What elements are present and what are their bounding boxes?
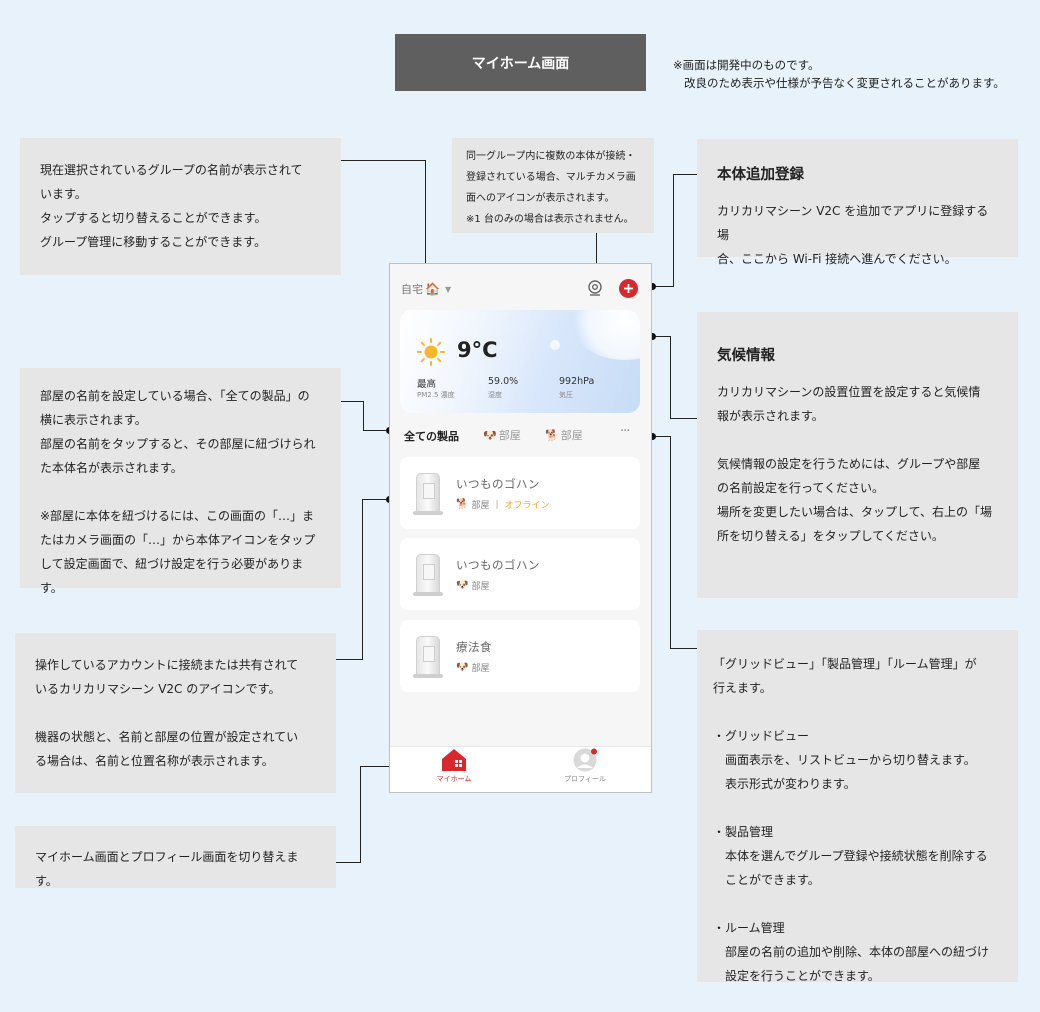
device-status: オフライン (504, 501, 550, 511)
device-info: 🐶 部屋 (456, 661, 489, 674)
add-device-button[interactable] (619, 279, 638, 298)
house-icon: 🏠 (425, 282, 440, 296)
connector-menu-dot (649, 433, 656, 440)
feeder-icon (413, 636, 443, 678)
connector-add-dot (649, 283, 656, 290)
note-group-text: 現在選択されているグループの名前が表示されて います。 タップすると切り替えるこ… (40, 163, 303, 249)
sun-icon (417, 338, 445, 366)
tab-all-products[interactable]: 全ての製品 (404, 430, 459, 443)
temperature: 9°C (457, 338, 498, 362)
note-weather-text: カリカリマシーンの設置位置を設定すると気候情 報が表示されます。 気候情報の設定… (717, 385, 993, 543)
note-device-text: 操作しているアカウントに接続または共有されて いるカリカリマシーン V2C のア… (35, 658, 299, 768)
connector-weather-v (670, 336, 671, 418)
device-info: 🐶 部屋 (456, 579, 489, 592)
metric-max-label: 最高 (417, 379, 437, 390)
note-add-text: カリカリマシーン V2C を追加でアプリに登録する場 合、ここから Wi-Fi … (717, 204, 989, 266)
connector-room-h1 (341, 401, 364, 402)
notice-line2: 改良のため表示や仕様が予告なく変更されることがあります。 (684, 76, 1005, 90)
connector-cam-v (596, 233, 597, 269)
group-selector[interactable]: 自宅 🏠 ▼ (401, 281, 451, 297)
metric-humidity-value: 59.0% (488, 376, 519, 387)
home-icon (442, 749, 466, 771)
connector-weather-dot (649, 333, 656, 340)
note-weather-title: 気候情報 (717, 348, 775, 364)
avatar-icon (573, 748, 597, 772)
bottom-nav (390, 746, 651, 792)
plus-icon (624, 284, 633, 293)
note-add: 本体追加登録 カリカリマシーン V2C を追加でアプリに登録する場 合、ここから… (697, 139, 1018, 266)
device-card[interactable]: いつものゴハン 🐕 部屋 | オフライン (400, 457, 640, 529)
notice: ※画面は開発中のものです。 改良のため表示や仕様が予告なく変更されることがありま… (673, 56, 1005, 92)
separator: | (495, 499, 499, 510)
note-multicam: 同一グループ内に複数の本体が接続・ 登録されている場合、マルチカメラ画 面へのア… (452, 138, 654, 233)
connector-device-v (362, 499, 363, 660)
dog-icon: 🐕 (456, 499, 469, 510)
device-info: 🐕 部屋 | オフライン (456, 498, 550, 511)
note-add-title: 本体追加登録 (717, 167, 804, 183)
note-room-text: 部屋の名前を設定している場合、「全ての製品」の 横に表示されます。 部屋の名前を… (40, 389, 316, 595)
connector-menu-h1 (652, 436, 671, 437)
device-name: いつものゴハン (456, 477, 540, 491)
connector-device-h1 (336, 659, 363, 660)
cloud-decoration (570, 310, 640, 360)
dog-icon: 🐶 (483, 428, 497, 442)
feeder-icon (413, 554, 443, 596)
more-menu-button[interactable]: ··· (620, 424, 630, 439)
device-name: いつものゴハン (456, 558, 540, 572)
connector-add-v (673, 174, 674, 286)
device-card[interactable]: いつものゴハン 🐶 部屋 (400, 538, 640, 610)
note-weather: 気候情報 カリカリマシーンの設置位置を設定すると気候情 報が表示されます。 気候… (697, 312, 1018, 598)
device-name: 療法食 (456, 640, 492, 654)
connector-group-h (341, 160, 426, 161)
note-tabbar-text: マイホーム画面とプロフィール画面を切り替えます。 (35, 850, 299, 888)
connector-menu-h2 (670, 648, 697, 649)
connector-add-h1 (673, 174, 697, 175)
connector-add-h2 (652, 286, 674, 287)
metric-humidity-label: 湿度 (488, 391, 502, 399)
notice-line1: ※画面は開発中のものです。 (673, 58, 820, 72)
connector-room-v (363, 401, 364, 430)
nav-home-label: マイホーム (436, 775, 472, 783)
connector-weather-h1 (652, 336, 671, 337)
group-name: 自宅 (401, 283, 423, 296)
tab-room-2-label: 部屋 (560, 429, 583, 442)
metric-pressure-value: 992hPa (559, 376, 595, 387)
nav-home[interactable]: マイホーム (430, 748, 478, 790)
multicam-button[interactable] (586, 279, 604, 297)
connector-room-h2 (363, 430, 391, 431)
dog-icon: 🐶 (456, 580, 469, 591)
note-menu-text: 「グリッドビュー」「製品管理」「ルーム管理」が 行えます。 ・グリッドビュー 画… (713, 657, 990, 983)
note-multicam-text: 同一グループ内に複数の本体が接続・ 登録されている場合、マルチカメラ画 面へのア… (466, 151, 636, 225)
metric-pressure-label: 気圧 (559, 391, 573, 399)
device-room: 部屋 (471, 582, 490, 592)
note-device: 操作しているアカウントに接続または共有されて いるカリカリマシーン V2C のア… (15, 633, 336, 793)
note-tabbar: マイホーム画面とプロフィール画面を切り替えます。 (15, 826, 336, 888)
weather-card[interactable]: 9°C 最高 PM2.5 濃度 59.0% 湿度 992hPa 気圧 (400, 310, 640, 413)
connector-device-h2 (362, 499, 390, 500)
connector-tabbar-h1 (336, 862, 361, 863)
page-title: マイホーム画面 (395, 34, 646, 91)
dog-icon: 🐕 (545, 428, 559, 442)
device-room: 部屋 (471, 501, 490, 511)
device-card[interactable]: 療法食 🐶 部屋 (400, 620, 640, 692)
connector-menu-v (670, 436, 671, 648)
note-room: 部屋の名前を設定している場合、「全ての製品」の 横に表示されます。 部屋の名前を… (20, 368, 341, 595)
nav-profile-label: プロフィール (564, 775, 606, 783)
tab-room-1[interactable]: 🐶 部屋 (483, 427, 521, 443)
note-group: 現在選択されているグループの名前が表示されて います。 タップすると切り替えるこ… (20, 138, 341, 275)
device-room: 部屋 (471, 664, 490, 674)
dog-icon: 🐶 (456, 662, 469, 673)
connector-weather-h2 (670, 418, 697, 419)
chevron-down-icon: ▼ (444, 284, 452, 294)
tab-room-2[interactable]: 🐕 部屋 (545, 427, 583, 443)
nav-profile[interactable]: プロフィール (560, 748, 610, 790)
tab-room-1-label: 部屋 (498, 429, 521, 442)
bubble-decoration (550, 340, 560, 350)
connector-group-v (425, 160, 426, 270)
camera-icon (588, 280, 602, 296)
metric-pm25-label: PM2.5 濃度 (417, 391, 455, 399)
connector-tabbar-v (360, 766, 361, 863)
feeder-icon (413, 473, 443, 515)
note-menu: 「グリッドビュー」「製品管理」「ルーム管理」が 行えます。 ・グリッドビュー 画… (697, 630, 1018, 983)
